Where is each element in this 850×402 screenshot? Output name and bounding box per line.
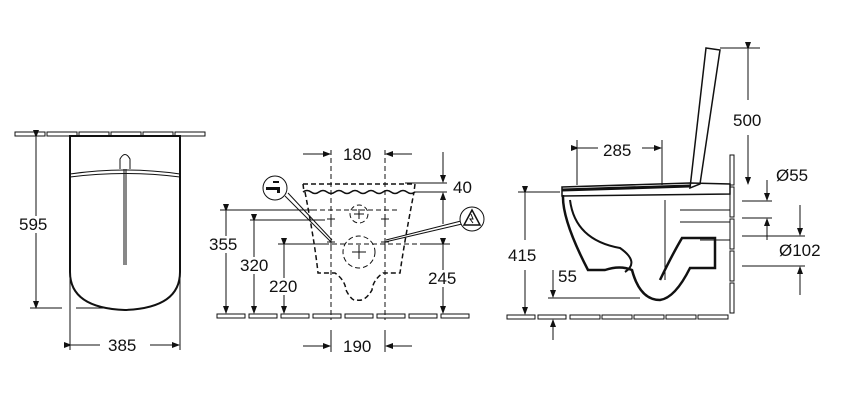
electrical-warning-icon xyxy=(459,206,485,232)
fixing-height-lower-label: 220 xyxy=(268,277,299,296)
front-width-label: 385 xyxy=(107,336,138,355)
top-spacing-label: 180 xyxy=(342,145,373,164)
front-height-label: 595 xyxy=(18,215,49,234)
fixing-height-mid-label: 320 xyxy=(239,256,270,275)
lid-height-label: 500 xyxy=(732,111,763,130)
water-tap-icon xyxy=(262,175,288,201)
top-offset-label: 40 xyxy=(452,178,473,197)
rim-height-label: 415 xyxy=(507,246,538,265)
seat-length-label: 285 xyxy=(602,141,633,160)
outlet-diameter-label: Ø102 xyxy=(778,241,822,260)
outlet-height-label: 245 xyxy=(427,269,458,288)
fixing-height-upper-label: 355 xyxy=(208,235,239,254)
bottom-spacing-label: 190 xyxy=(342,337,373,356)
inlet-diameter-label: Ø55 xyxy=(775,166,810,185)
bottom-clearance-label: 55 xyxy=(557,267,578,286)
wall-hatch-top xyxy=(14,131,206,137)
